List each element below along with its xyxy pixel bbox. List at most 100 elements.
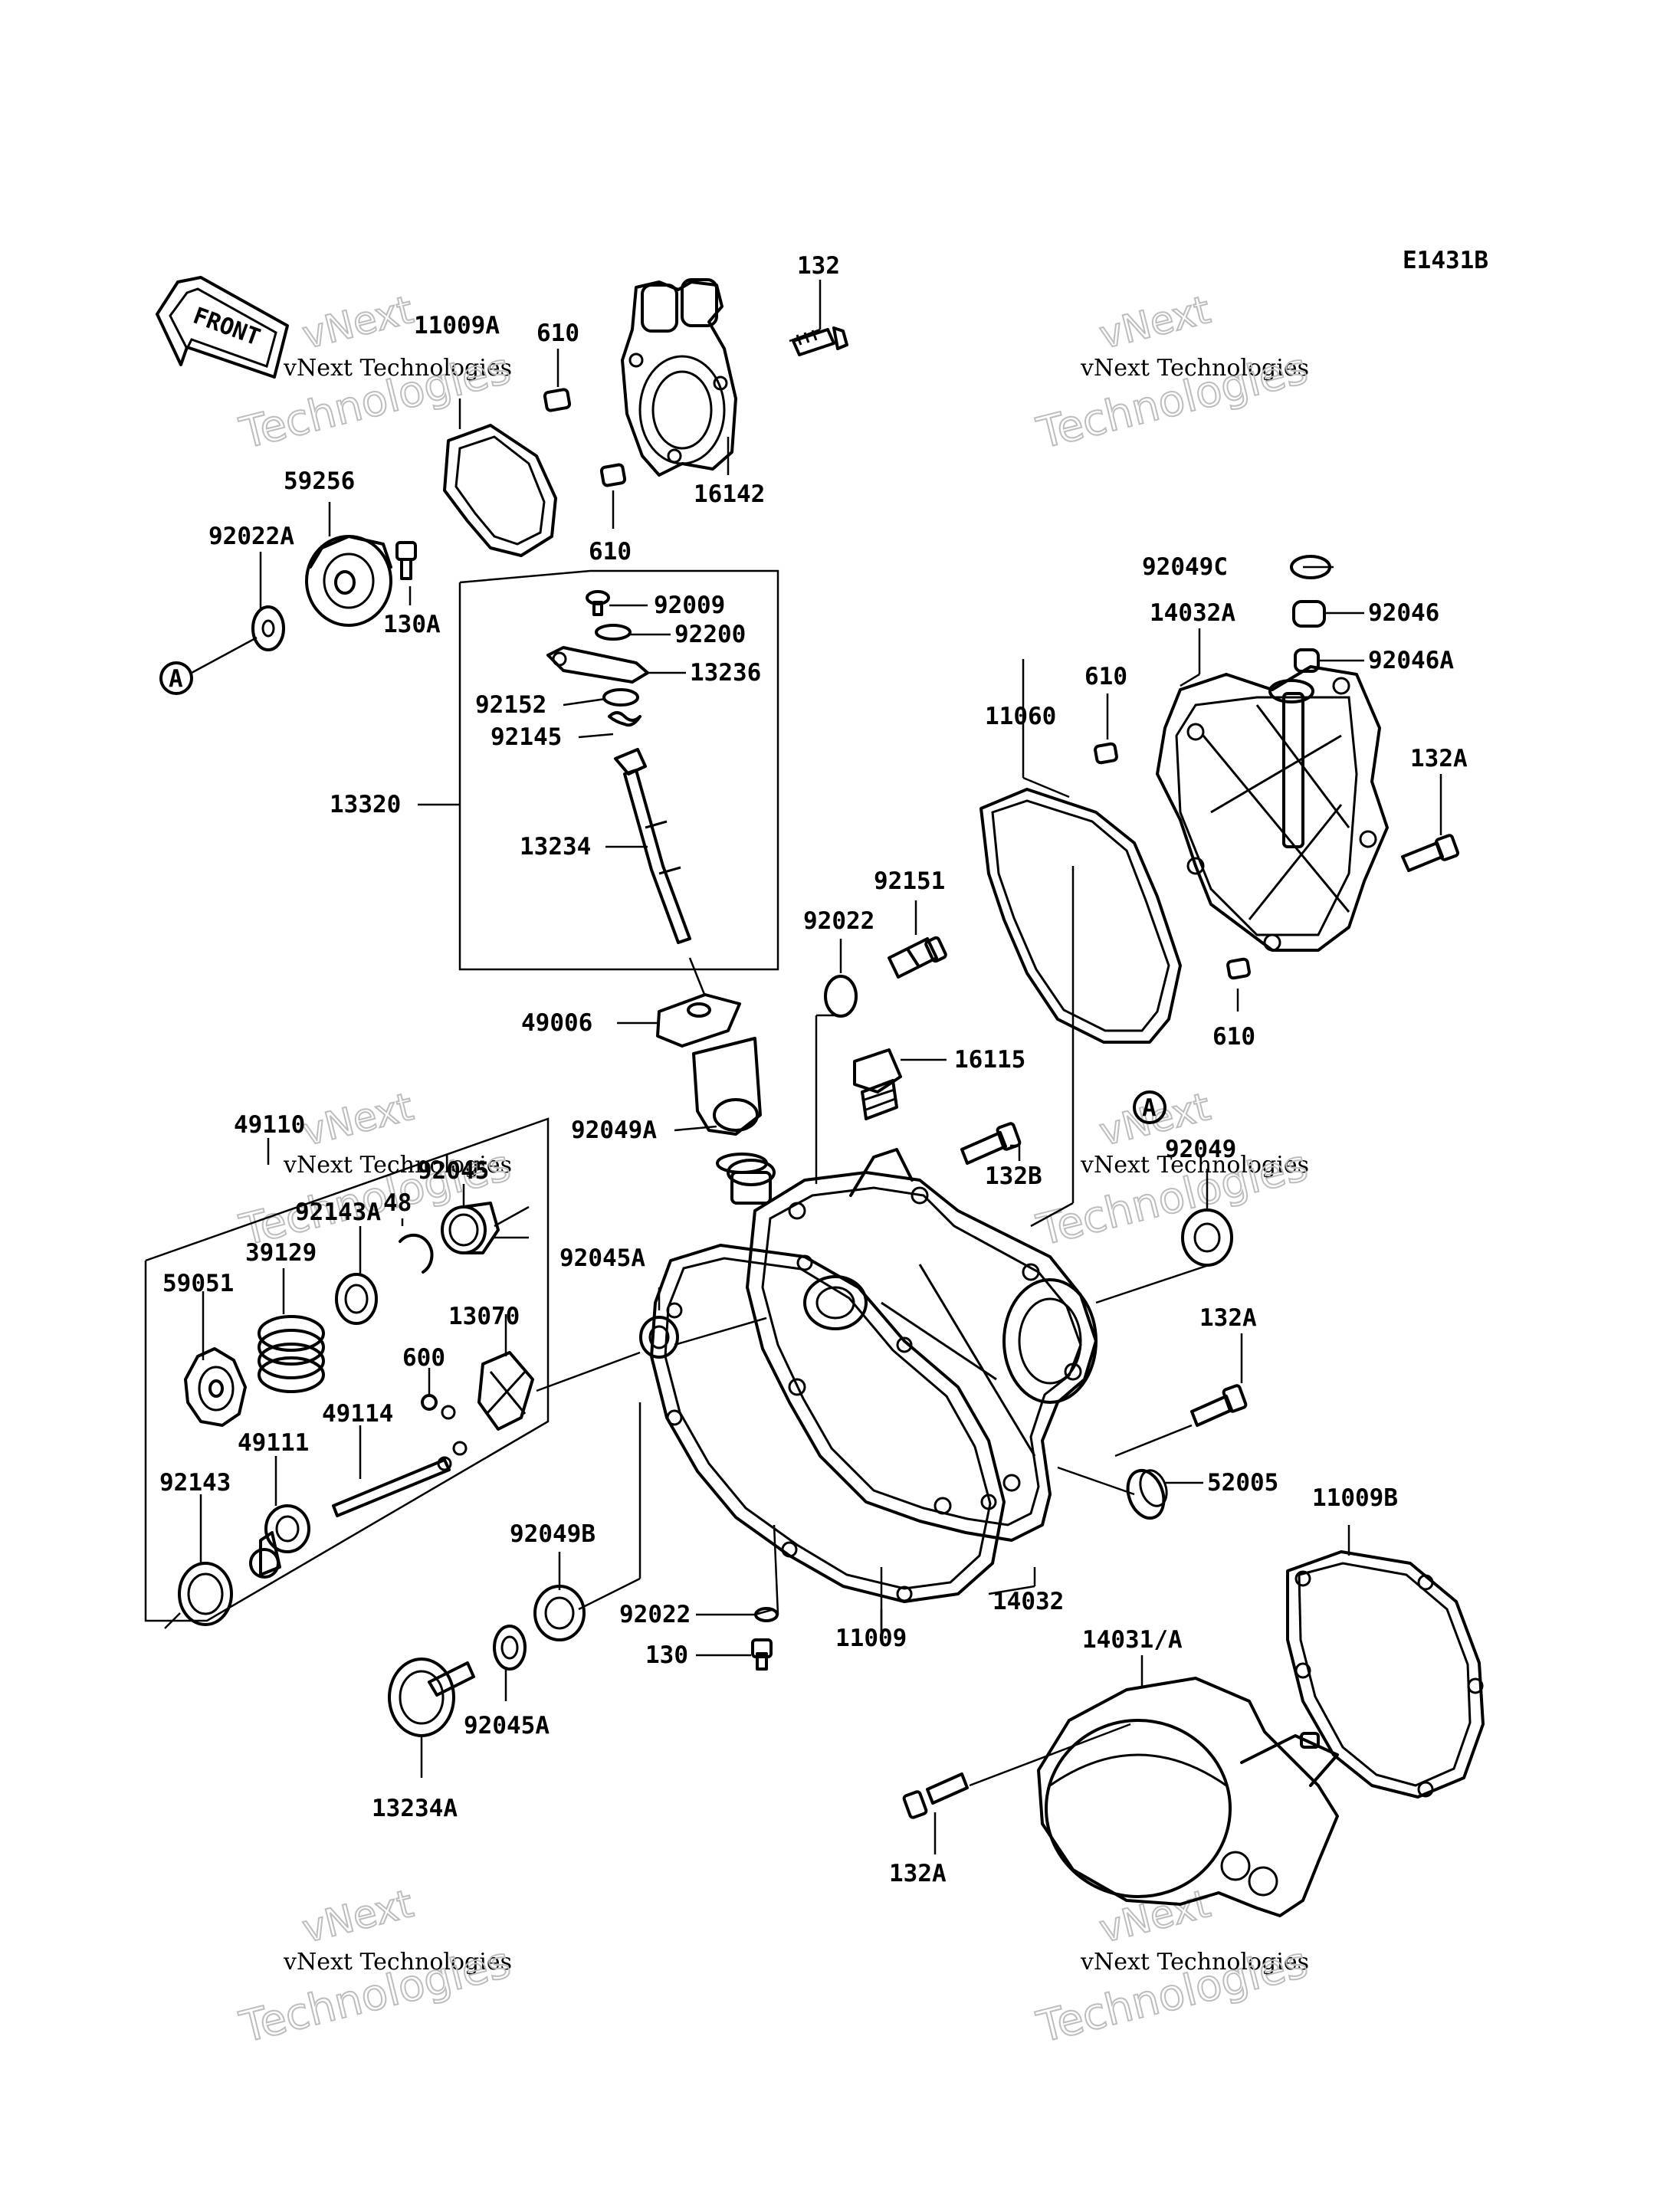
gear-shaft-13234A	[388, 1658, 475, 1737]
label-49114: 49114	[322, 1400, 393, 1428]
label-49006: 49006	[521, 1009, 592, 1037]
label-39129: 39129	[245, 1239, 317, 1267]
label-92151: 92151	[874, 867, 945, 895]
gasket-11009B	[1286, 1550, 1485, 1799]
label-92145: 92145	[491, 723, 562, 751]
bolt-92151	[888, 936, 947, 979]
svg-text:A: A	[169, 665, 183, 693]
label-92143A: 92143A	[295, 1199, 381, 1226]
callout-a-right: A	[1133, 1090, 1166, 1124]
plug-16115	[853, 1048, 902, 1120]
dowel-pin-610-d	[1226, 957, 1251, 980]
label-11009B: 11009B	[1312, 1484, 1398, 1512]
label-16115: 16115	[954, 1046, 1025, 1074]
dowel-pin-610-b	[599, 463, 627, 487]
label-48: 48	[383, 1189, 412, 1217]
label-92046: 92046	[1368, 599, 1439, 627]
label-92049B: 92049B	[510, 1520, 596, 1548]
label-610-c: 610	[1084, 663, 1127, 690]
label-92046A: 92046A	[1368, 647, 1454, 674]
washer-92022-lower	[754, 1607, 779, 1622]
gear-59051	[184, 1347, 247, 1427]
label-132A-mid: 132A	[1199, 1304, 1257, 1332]
label-132A-right: 132A	[1410, 745, 1468, 772]
label-13070: 13070	[448, 1303, 520, 1330]
watermark-bottom-left: vNext vNext Technologies Technologies	[235, 1881, 517, 2054]
svg-text:vNext: vNext	[298, 1084, 418, 1155]
seal-92143A	[335, 1273, 378, 1325]
diagram-code: E1431B	[1403, 247, 1488, 274]
label-92022-upper: 92022	[803, 907, 874, 935]
label-92143: 92143	[159, 1469, 231, 1497]
label-13234: 13234	[520, 833, 591, 861]
watermark-bottom-right: vNext vNext Technologies Technologies	[1032, 1881, 1314, 2054]
svg-text:vNext Technologies: vNext Technologies	[1080, 1949, 1309, 1976]
label-13320: 13320	[330, 791, 401, 818]
svg-text:vNext Technologies: vNext Technologies	[283, 1152, 512, 1179]
bearing-92045A-upper	[639, 1316, 679, 1359]
shaft-gear-49111	[249, 1504, 310, 1579]
impeller-13070	[477, 1351, 534, 1431]
svg-text:vNext Technologies: vNext Technologies	[1080, 1152, 1309, 1179]
bolt-132A-mid	[1190, 1384, 1248, 1427]
gasket-11009A	[443, 424, 557, 557]
bolt-132B	[960, 1122, 1022, 1165]
label-52005: 52005	[1207, 1469, 1278, 1497]
washer-92049A	[716, 1153, 768, 1174]
label-16142: 16142	[694, 480, 765, 508]
seal-92049	[1181, 1208, 1233, 1267]
bracket-49110	[144, 1117, 550, 1622]
label-92022A: 92022A	[208, 523, 294, 550]
pump-gear-49006	[656, 993, 762, 1136]
water-pump-cover-16142	[621, 278, 737, 477]
label-132: 132	[797, 252, 840, 280]
label-130A: 130A	[383, 611, 441, 638]
impeller-59256	[305, 535, 392, 627]
magneto-cover-14031A	[1037, 1677, 1339, 1917]
label-92045: 92045	[418, 1157, 489, 1185]
bracket-13320	[458, 569, 779, 971]
screw-92009	[586, 590, 610, 616]
part-number-labels: 132 610 11009A 16142 59256 92022A 130A 6…	[159, 252, 1468, 1887]
label-49111: 49111	[238, 1429, 309, 1457]
bolt-130	[751, 1638, 773, 1671]
label-132B: 132B	[985, 1162, 1042, 1190]
shaft-49114	[332, 1458, 451, 1517]
label-13234A: 13234A	[372, 1795, 458, 1822]
label-132A-bottom: 132A	[889, 1860, 947, 1887]
dowel-pin-610-a	[543, 388, 572, 412]
bolt-132A-bottom	[902, 1772, 969, 1819]
callout-a-left: A	[159, 661, 193, 695]
label-14031A: 14031/A	[1082, 1626, 1183, 1654]
bushing-92046	[1292, 600, 1326, 628]
label-11009A: 11009A	[414, 312, 500, 339]
washer-92152	[602, 688, 639, 707]
gasket-11009	[650, 1244, 1006, 1603]
watermark-top-right: vNext vNext Technologies Technologies	[1032, 287, 1314, 460]
svg-text:vNext: vNext	[298, 287, 418, 358]
label-92152: 92152	[475, 691, 546, 719]
svg-text:vNext: vNext	[298, 1881, 418, 1952]
label-92049A: 92049A	[571, 1117, 657, 1144]
label-92200: 92200	[674, 621, 746, 648]
leader-lines	[164, 280, 1442, 1854]
label-11009: 11009	[835, 1625, 907, 1652]
washer-92022-upper	[824, 975, 858, 1018]
ball-600	[421, 1394, 438, 1411]
washer-92022A	[251, 605, 285, 651]
label-92022-lower: 92022	[619, 1601, 691, 1628]
bearing-92045	[441, 1202, 500, 1254]
svg-text:A: A	[1142, 1094, 1157, 1122]
label-92049: 92049	[1165, 1136, 1236, 1163]
clutch-cover-14032A	[1156, 665, 1389, 952]
label-92045A-upper: 92045A	[559, 1244, 645, 1272]
spring-39129	[258, 1315, 325, 1393]
bushing-92046A	[1294, 648, 1320, 673]
seal-92143	[178, 1562, 233, 1626]
label-92045A-lower: 92045A	[464, 1712, 550, 1740]
bolt-132	[792, 326, 848, 356]
label-610-b: 610	[589, 538, 632, 566]
svg-text:vNext Technologies: vNext Technologies	[1080, 355, 1309, 382]
